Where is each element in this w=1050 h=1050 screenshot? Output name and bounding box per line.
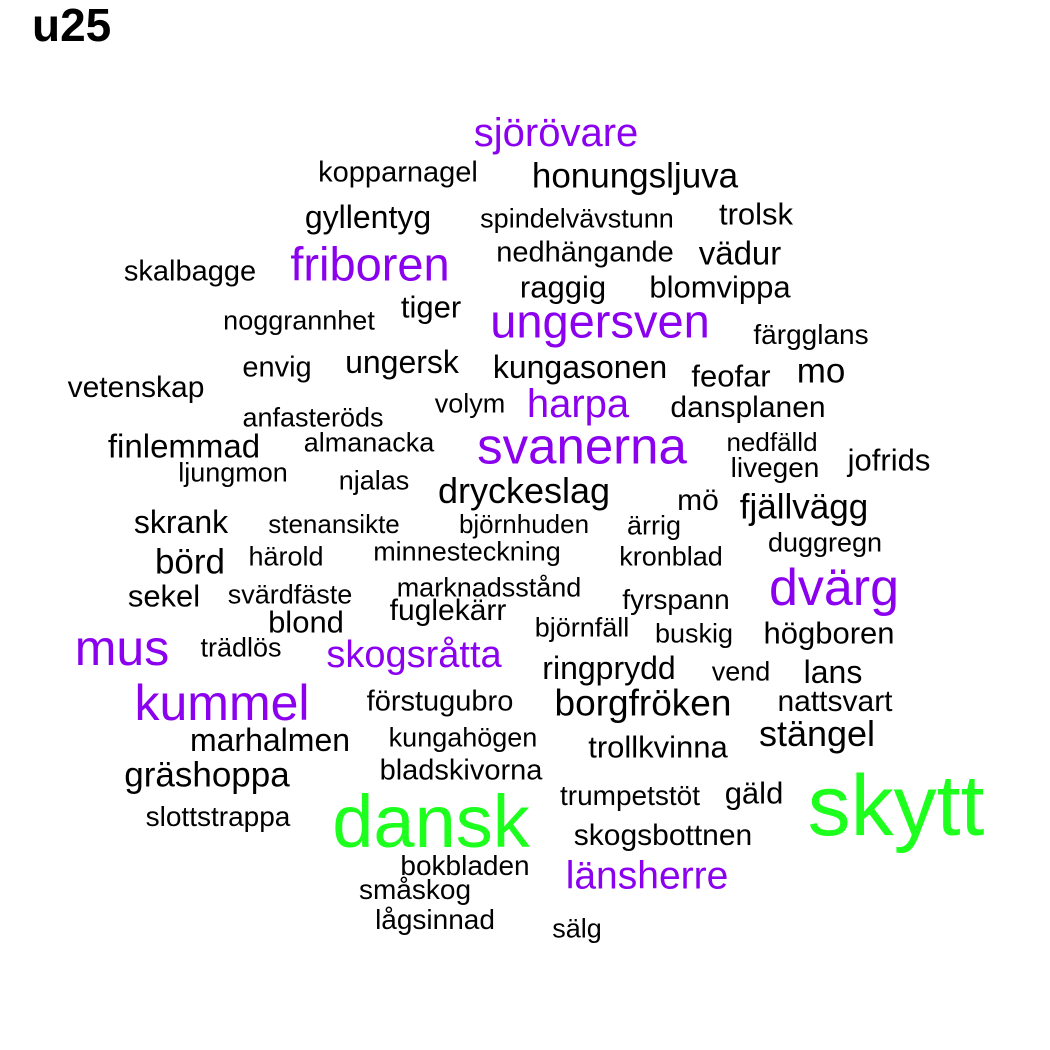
word-nattsvart: nattsvart	[777, 685, 893, 718]
word-volym: volym	[434, 388, 506, 419]
word-vend: vend	[711, 656, 771, 687]
word-harpa: harpa	[526, 382, 630, 426]
word-svanerna: svanerna	[477, 417, 687, 475]
word-tiger: tiger	[400, 289, 462, 325]
word-bladskivorna: bladskivorna	[379, 754, 543, 787]
word-dvarg: dvärg	[768, 559, 900, 617]
word-lansherre: länsherre	[565, 854, 729, 898]
word-raggig: raggig	[519, 269, 607, 305]
word-lans: lans	[803, 654, 863, 690]
word-jofrids: jofrids	[847, 442, 931, 478]
word-vadur: vädur	[698, 234, 782, 272]
word-spindelvavstunn: spindelvävstunn	[480, 203, 674, 234]
word-ungersven: ungersven	[490, 294, 710, 348]
word-finlemmad: finlemmad	[107, 427, 261, 465]
word-fargglans: färgglans	[753, 319, 869, 350]
word-livegen: livegen	[730, 452, 820, 483]
word-tradlos: trädlös	[200, 632, 282, 663]
word-njalas: njalas	[338, 465, 410, 496]
word-forstugubro: förstugubro	[366, 685, 514, 718]
word-friboren: friboren	[290, 237, 450, 291]
word-lagsinnad: lågsinnad	[375, 904, 495, 935]
word-kopparnagel: kopparnagel	[318, 156, 478, 189]
word-trollkvinna: trollkvinna	[588, 729, 728, 765]
word-harold: härold	[248, 541, 324, 572]
word-hogboren: högboren	[763, 615, 895, 651]
word-fyrspann: fyrspann	[622, 584, 730, 615]
word-stenansikte: stenansikte	[268, 509, 400, 539]
word-minnesteckning: minnesteckning	[373, 536, 561, 567]
word-trumpetstot: trumpetstöt	[559, 780, 701, 811]
word-vetenskap: vetenskap	[67, 371, 205, 404]
word-skrank: skrank	[133, 504, 229, 540]
word-mo: mo	[796, 351, 846, 391]
word-duggregn: duggregn	[767, 527, 883, 558]
word-envig: envig	[242, 351, 312, 384]
word-marknadsstand: marknadsstånd	[396, 572, 582, 603]
word-noggrannhet: noggrannhet	[223, 305, 375, 336]
word-borgfroken: borgfröken	[554, 682, 732, 724]
word-blond: blond	[268, 604, 344, 640]
word-sekel: sekel	[127, 578, 201, 614]
word-fjallvagg: fjällvägg	[739, 487, 869, 527]
word-bord: börd	[154, 542, 226, 582]
word-dansk: dansk	[332, 780, 530, 863]
word-arrig: ärrig	[626, 510, 682, 541]
word-grashoppa: gräshoppa	[124, 755, 290, 795]
word-stangel: stängel	[758, 713, 876, 754]
word-gald: gäld	[724, 775, 784, 811]
word-kungasonen: kungasonen	[492, 349, 668, 385]
word-trolsk: trolsk	[718, 196, 794, 232]
word-bokbladen: bokbladen	[400, 850, 530, 881]
word-nedfalld: nedfälld	[726, 427, 818, 457]
word-blomvippa: blomvippa	[649, 269, 791, 305]
word-honungsljuva: honungsljuva	[531, 156, 739, 196]
word-almanacka: almanacka	[303, 427, 435, 458]
word-anfasterods: anfasteröds	[242, 402, 384, 433]
word-kungahogen: kungahögen	[388, 722, 538, 753]
word-feofar: feofar	[691, 358, 771, 394]
word-mus: mus	[74, 620, 170, 676]
word-slottstrappa: slottstrappa	[145, 801, 291, 832]
word-svardfaste: svärdfäste	[227, 579, 353, 610]
page-title: u25	[32, 0, 112, 51]
word-dansplanen: dansplanen	[670, 391, 826, 424]
word-salg: sälg	[552, 913, 602, 944]
word-kummel: kummel	[134, 675, 310, 731]
word-ringprydd: ringprydd	[542, 650, 676, 686]
word-nedhangande: nedhängande	[496, 236, 674, 269]
word-dryckeslag: dryckeslag	[437, 470, 611, 511]
word-bjornfall: björnfäll	[534, 612, 630, 643]
word-sjorovare: sjörövare	[473, 111, 639, 155]
word-fuglekarr: fuglekärr	[389, 594, 507, 627]
word-skogsratta: skogsråtta	[326, 634, 502, 676]
word-skytt: skytt	[807, 758, 985, 854]
word-skogsbottnen: skogsbottnen	[573, 819, 753, 852]
word-marhalmen: marhalmen	[189, 722, 351, 758]
word-mo: mö	[677, 484, 719, 517]
word-kronblad: kronblad	[619, 541, 723, 572]
word-skalbagge: skalbagge	[123, 255, 257, 288]
word-bjornhuden: björnhuden	[458, 509, 590, 539]
word-buskig: buskig	[654, 618, 734, 649]
word-ljungmon: ljungmon	[178, 457, 288, 488]
word-smaskog: småskog	[358, 874, 472, 905]
word-ungersk: ungersk	[345, 344, 459, 380]
word-gyllentyg: gyllentyg	[304, 199, 432, 235]
